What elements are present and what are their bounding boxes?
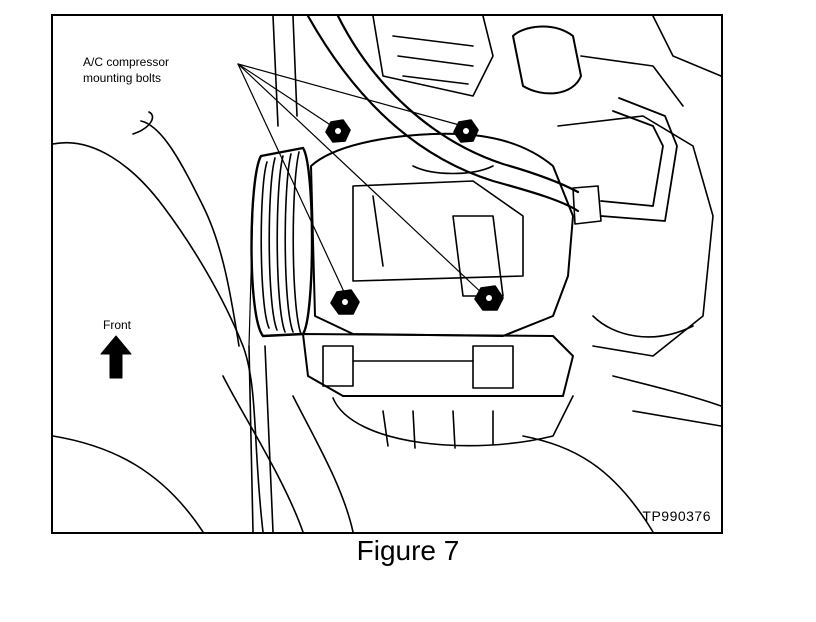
bolt-callout: A/C compressor mounting bolts: [83, 54, 169, 86]
figure-reference-id: TP990376: [642, 508, 711, 524]
up-arrow-icon: [100, 335, 132, 379]
figure-caption: Figure 7: [356, 535, 460, 566]
hex-bolt-icon: [453, 119, 479, 143]
hex-bolt-icon: [325, 119, 351, 143]
callout-line-1: A/C compressor: [83, 55, 170, 69]
hex-bolt-icon: [474, 285, 504, 311]
illustration-frame: A/C compressor mounting bolts Front TP99…: [51, 14, 723, 534]
callout-line-2: mounting bolts: [83, 71, 162, 85]
front-label: Front: [103, 318, 132, 332]
leader-lines: [237, 63, 486, 297]
compressor-line-drawing: [53, 16, 721, 532]
hex-bolt-icon: [330, 289, 360, 315]
